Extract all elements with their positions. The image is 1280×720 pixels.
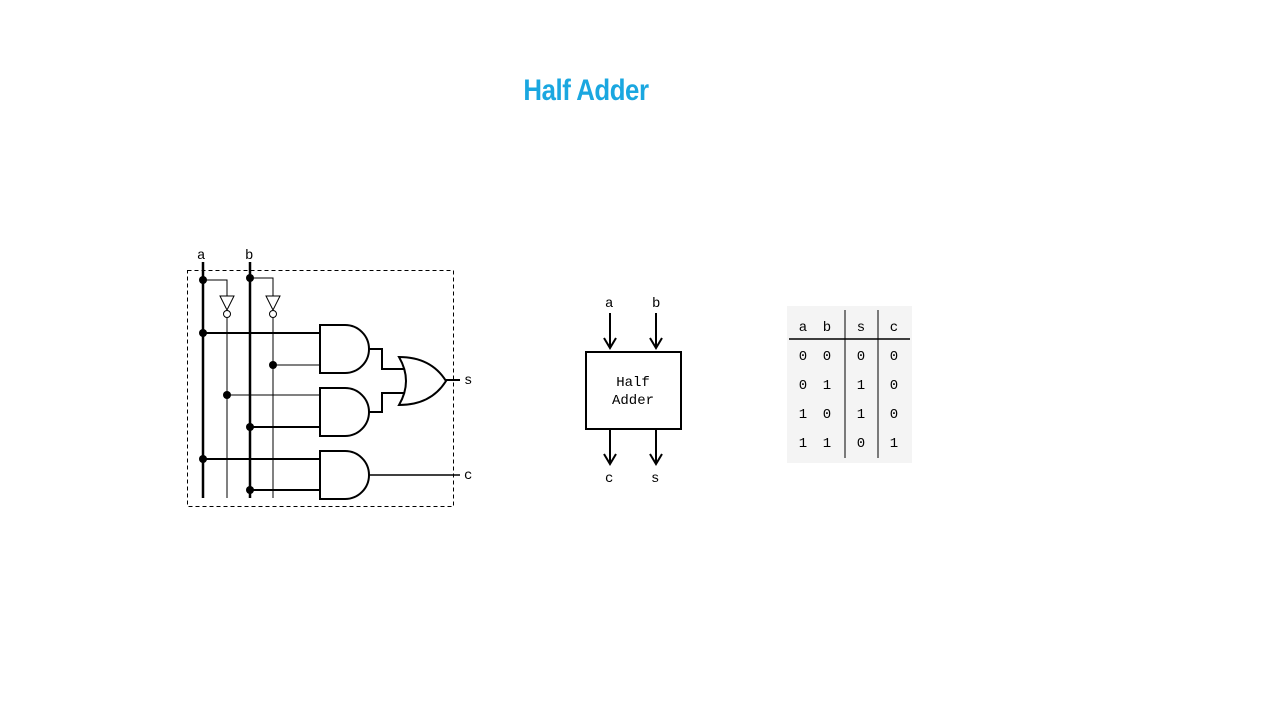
circuit-output-s-label: s — [464, 373, 472, 389]
table-cell: 0 — [890, 378, 898, 394]
block-output-c-label: c — [605, 471, 613, 487]
table-header-b: b — [823, 320, 831, 336]
circuit-boundary — [187, 270, 454, 507]
table-cell: 0 — [857, 349, 865, 365]
table-cell: 1 — [857, 378, 865, 394]
inverter-a-feed — [203, 279, 228, 296]
table-cell: 0 — [890, 349, 898, 365]
arrow-out-s — [649, 453, 663, 466]
table-row: 1 1 0 1 — [799, 436, 898, 452]
block-box — [585, 351, 682, 430]
table-cell: 1 — [890, 436, 898, 452]
truth-table: a b s c 0 0 0 0 0 1 1 0 1 0 1 0 1 1 0 1 — [789, 310, 910, 458]
table-row: 1 0 1 0 — [799, 407, 898, 423]
block-output-s-label: s — [651, 471, 659, 487]
block-input-a-label: a — [605, 296, 613, 312]
half-adder-block — [585, 313, 682, 466]
circuit-output-c-label: c — [464, 468, 472, 484]
table-row: 0 1 1 0 — [799, 378, 898, 394]
table-cell: 1 — [799, 407, 807, 423]
table-header-s: s — [857, 320, 865, 336]
arrow-in-b — [649, 337, 663, 350]
circuit-input-a-label: a — [197, 248, 205, 264]
or-gate — [397, 355, 448, 407]
table-cell: 0 — [799, 378, 807, 394]
table-cell: 1 — [823, 378, 831, 394]
not-gate-a — [219, 295, 235, 318]
table-cell: 1 — [857, 407, 865, 423]
table-cell: 0 — [890, 407, 898, 423]
arrow-out-c — [603, 453, 617, 466]
table-cell: 0 — [823, 349, 831, 365]
junction-dots — [199, 274, 277, 494]
table-header-c: c — [890, 320, 898, 336]
logic-circuit — [187, 262, 460, 507]
inverter-b-feed — [250, 277, 274, 296]
and-gate-2 — [319, 387, 370, 437]
and-gate-3 — [319, 450, 370, 500]
table-cell: 1 — [823, 436, 831, 452]
table-cell: 1 — [799, 436, 807, 452]
arrow-in-a — [603, 337, 617, 350]
block-input-b-label: b — [652, 296, 660, 312]
and-gate-1 — [319, 324, 370, 374]
block-label-line1: Half — [616, 375, 650, 391]
truth-table-background — [787, 306, 912, 463]
block-label-line2: Adder — [612, 393, 654, 409]
table-row: 0 0 0 0 — [799, 349, 898, 365]
table-header-a: a — [799, 320, 807, 336]
slide-title: Half Adder — [523, 74, 649, 107]
circuit-input-b-label: b — [245, 248, 253, 264]
table-cell: 0 — [857, 436, 865, 452]
table-cell: 0 — [799, 349, 807, 365]
table-cell: 0 — [823, 407, 831, 423]
not-gate-b — [265, 295, 281, 318]
